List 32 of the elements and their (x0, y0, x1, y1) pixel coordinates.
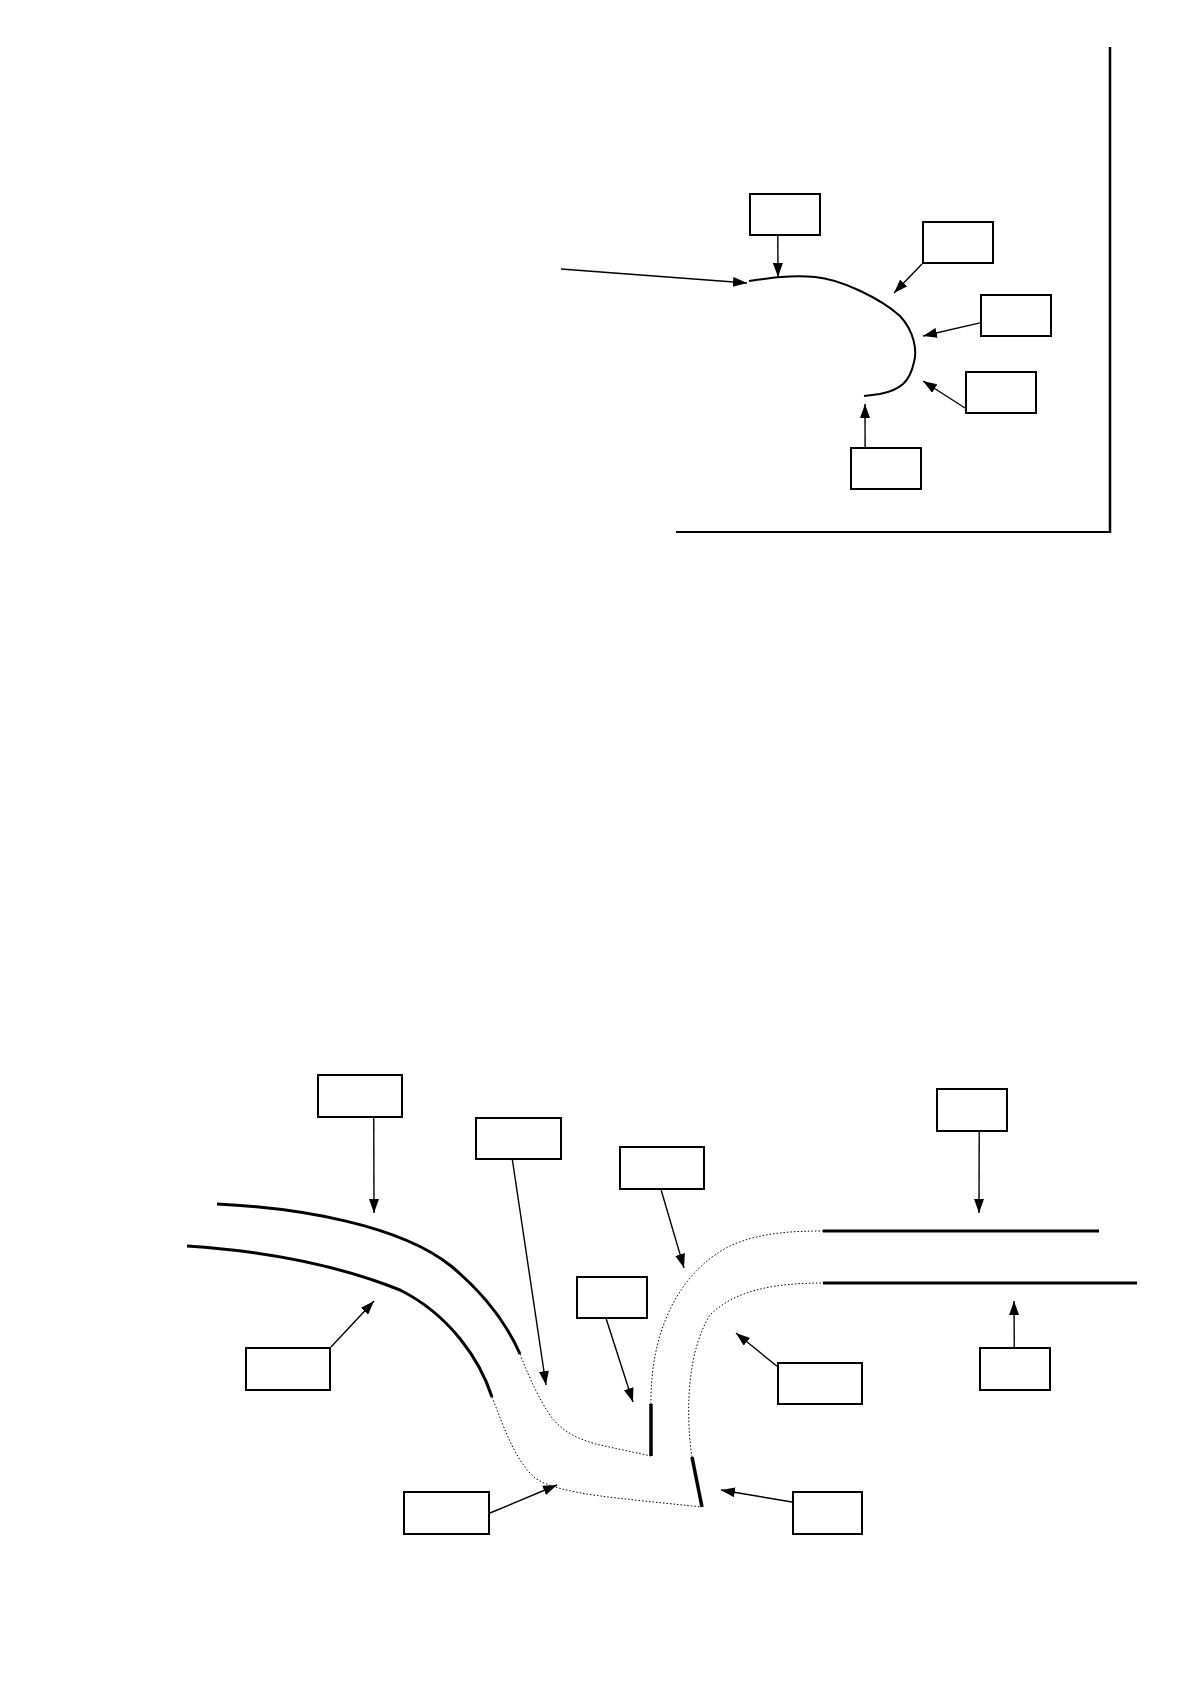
label-box (245, 1347, 331, 1391)
leader-line (735, 1332, 778, 1367)
leader-line (489, 1484, 558, 1514)
leader-line (605, 1318, 634, 1403)
leader-line (893, 263, 923, 294)
label-box (965, 371, 1037, 414)
label-box (936, 1088, 1008, 1132)
label-box (777, 1362, 863, 1405)
channel-wall (649, 1230, 824, 1456)
channel-wall (688, 1282, 824, 1508)
leader-line (368, 1117, 379, 1214)
label-box (749, 193, 821, 236)
label-box (576, 1276, 648, 1319)
leader-line (772, 235, 783, 278)
label-box (850, 447, 922, 490)
leader-line (974, 1131, 985, 1214)
leader-line (1009, 1300, 1020, 1348)
leader-line (330, 1300, 375, 1348)
leader-line (660, 1189, 685, 1269)
label-box (317, 1074, 403, 1118)
label-box (475, 1117, 562, 1160)
label-box (619, 1146, 705, 1190)
label-box (980, 294, 1052, 337)
label-box (792, 1491, 863, 1535)
leader-line (922, 322, 981, 338)
leader-line (922, 380, 966, 409)
label-box (979, 1347, 1051, 1391)
leader-line (860, 403, 871, 448)
label-box (403, 1491, 490, 1535)
label-box (922, 221, 994, 264)
leader-line (720, 1487, 793, 1503)
leader-line (511, 1159, 549, 1386)
